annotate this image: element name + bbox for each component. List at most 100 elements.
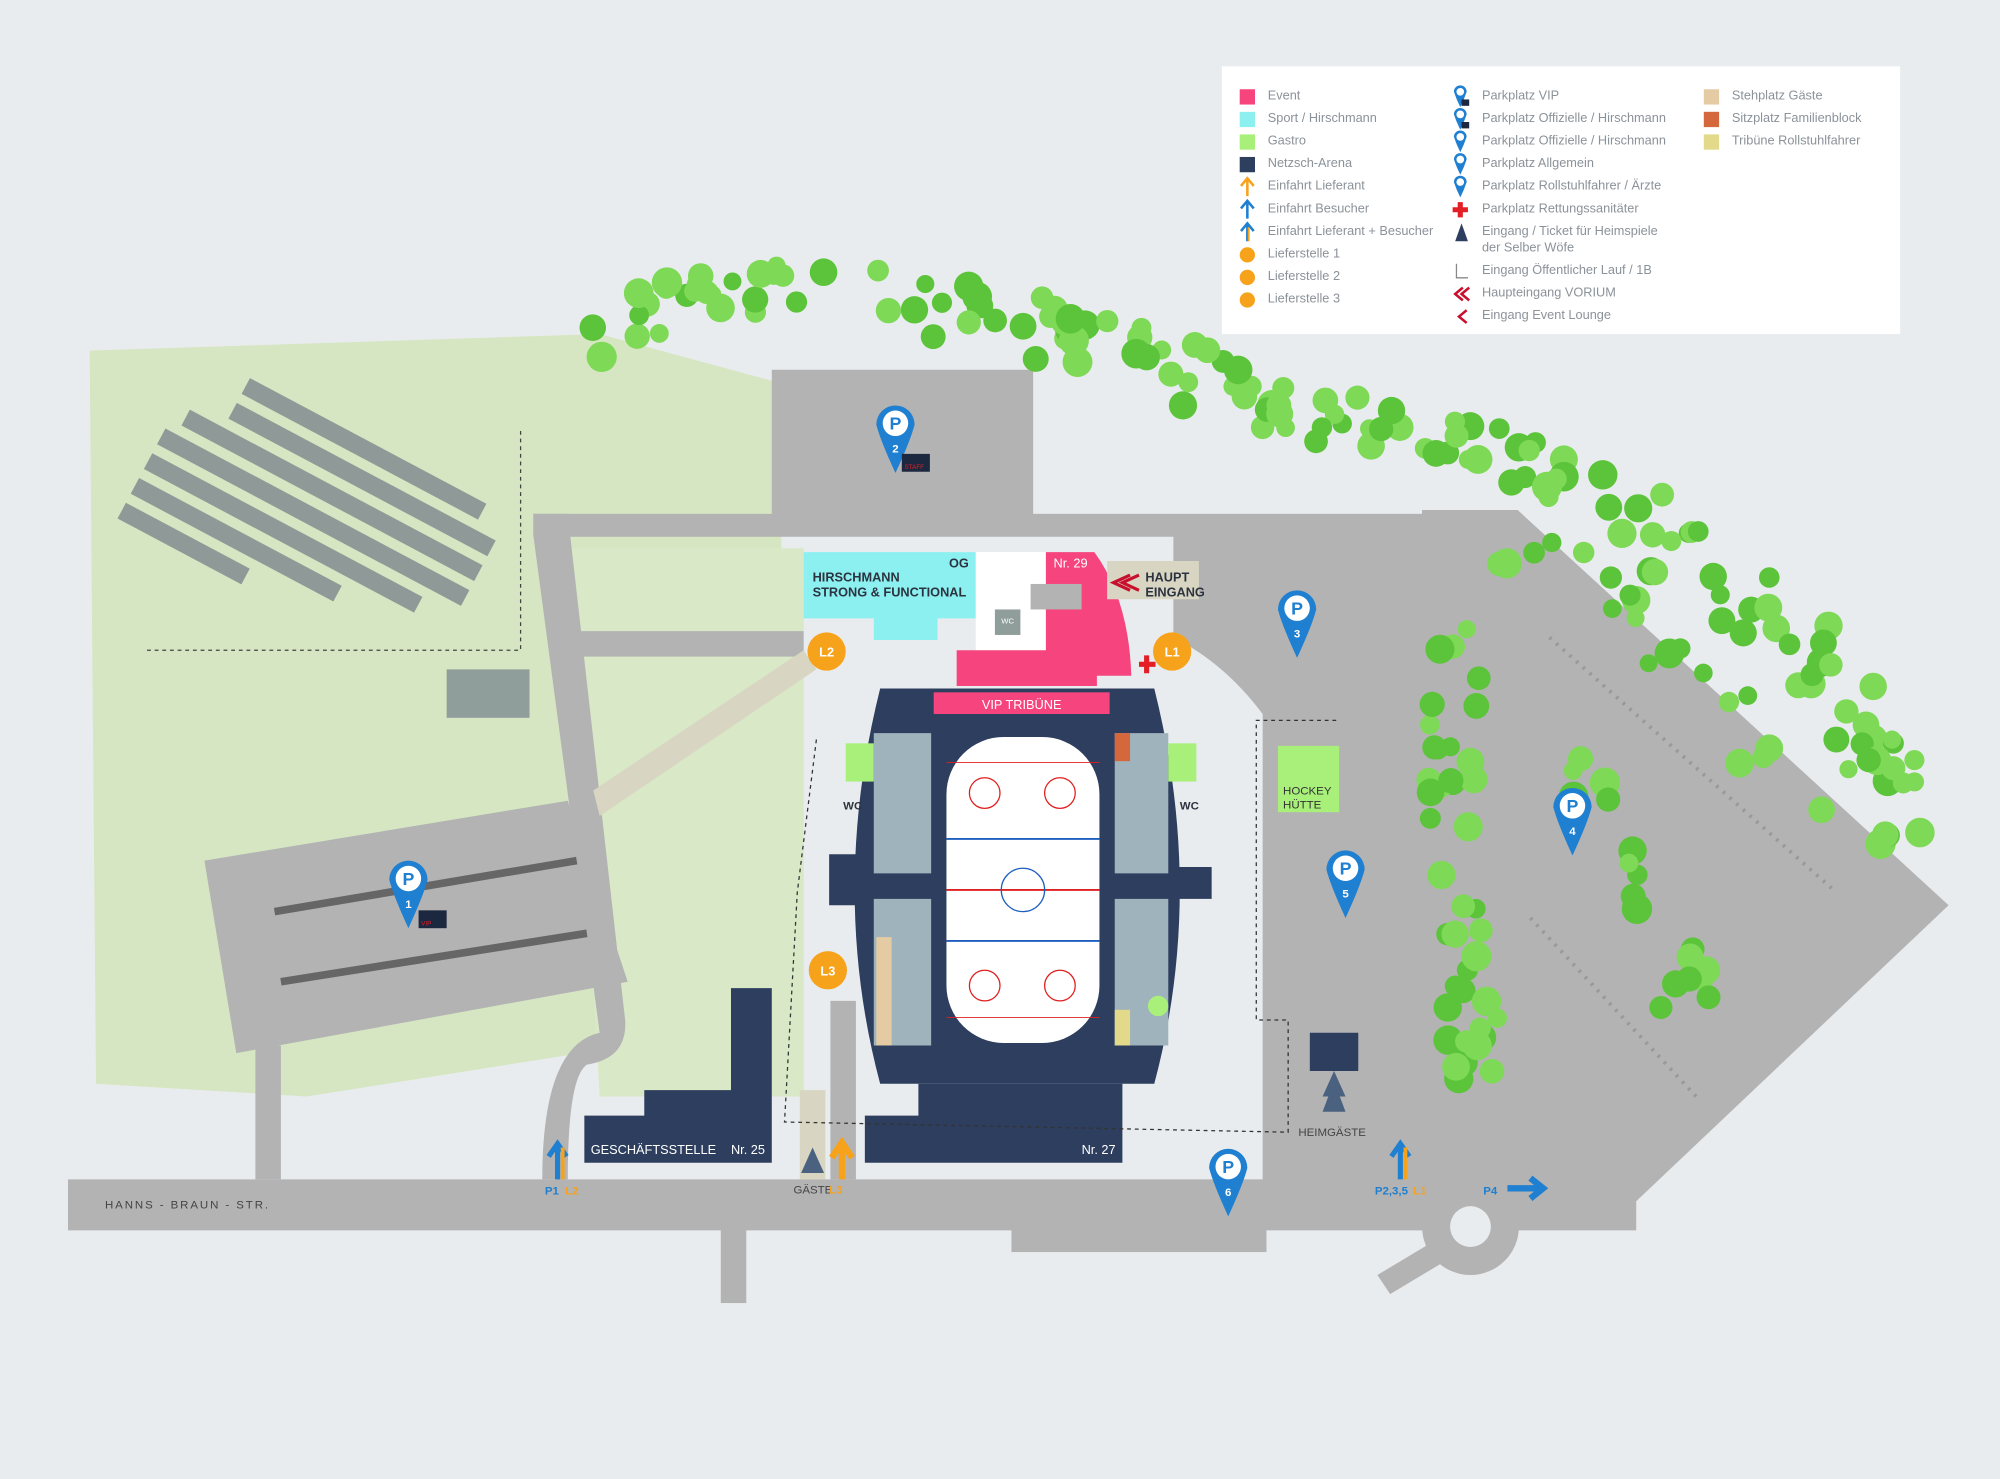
tree <box>1312 387 1339 414</box>
pin-number: 5 <box>1342 889 1349 901</box>
parking-pin-2[interactable]: P2 <box>876 405 915 474</box>
nr29-label: Nr. 29 <box>1054 555 1088 570</box>
tree <box>1752 746 1775 769</box>
pin-number: 6 <box>1225 1187 1231 1199</box>
legend-label: Einfahrt Besucher <box>1268 200 1370 215</box>
tree <box>1133 343 1160 371</box>
red-cross-icon <box>1452 202 1468 218</box>
legend-label: Einfahrt Lieferant <box>1268 178 1366 193</box>
tree <box>1022 345 1049 372</box>
tree <box>1461 941 1492 972</box>
tree <box>1433 993 1462 1022</box>
parking-pin-1[interactable]: P1 <box>389 860 428 929</box>
parking-vip-icon <box>1453 85 1470 108</box>
tree <box>1420 714 1440 735</box>
tree <box>1882 730 1902 749</box>
tree <box>1459 765 1488 794</box>
tree <box>1808 796 1835 824</box>
office-buildings: GESCHÄFTSSTELLE Nr. 25 Nr. 27 HEIMGÄSTE … <box>584 988 1366 1196</box>
tree <box>875 297 902 324</box>
tree <box>1599 566 1623 589</box>
tree <box>702 285 722 305</box>
parking-icon <box>1453 153 1467 175</box>
tree <box>956 310 981 335</box>
tree <box>1178 372 1199 393</box>
tree <box>785 291 808 313</box>
tree <box>920 324 946 350</box>
path-dashed <box>783 719 1340 1133</box>
tree <box>1514 466 1537 489</box>
legend-label: Haupteingang VORIUM <box>1482 285 1616 300</box>
tree <box>1427 738 1449 760</box>
entrance-triangle-icon <box>1455 223 1468 242</box>
legend-label: Tribüne Rollstuhlfahrer <box>1732 133 1861 148</box>
gaeste-label: GÄSTE <box>793 1184 832 1196</box>
heimgaeste-label: HEIMGÄSTE <box>1298 1127 1366 1139</box>
tree <box>1427 860 1456 890</box>
og-label: OG <box>949 555 969 570</box>
tree <box>1856 747 1881 773</box>
tree <box>1892 772 1914 794</box>
tree <box>1442 1052 1470 1081</box>
tree <box>629 305 650 326</box>
legend-label: Eingang / Ticket für Heimspiele <box>1482 223 1658 238</box>
l1-badge <box>1239 247 1255 263</box>
legend-label: Eingang Event Lounge <box>1482 307 1611 322</box>
tree <box>1422 439 1450 467</box>
tree <box>746 259 775 288</box>
legend-label: Lieferstelle 2 <box>1268 268 1340 283</box>
parking-lot-3-5 <box>1173 516 1442 1199</box>
tree <box>1055 303 1086 334</box>
main-entrance-icon <box>1109 573 1140 592</box>
tree <box>1455 1030 1478 1053</box>
tree <box>1567 746 1594 772</box>
tree <box>1433 1025 1463 1055</box>
tree <box>1619 584 1641 606</box>
tree <box>1311 417 1333 438</box>
chevron-icon <box>1457 309 1468 324</box>
legend-label: der Selber Wöfe <box>1482 239 1574 254</box>
tree <box>1468 918 1493 943</box>
tree <box>1852 711 1880 739</box>
tree <box>1639 522 1666 548</box>
pin-letter: P <box>402 869 414 889</box>
tree <box>624 323 650 349</box>
parking-pin-6[interactable]: P6 <box>1209 1148 1248 1217</box>
parking-pin-4[interactable]: P4 <box>1553 787 1592 856</box>
pin-number: 4 <box>1569 826 1576 838</box>
tree <box>1457 620 1476 639</box>
tree <box>1687 521 1709 542</box>
tree <box>1471 986 1502 1017</box>
tree <box>1009 312 1037 340</box>
tree <box>1670 638 1691 659</box>
tree <box>1800 663 1824 687</box>
arrow-orange-icon <box>829 1136 855 1180</box>
tree <box>1809 629 1837 657</box>
parking-lot-1 <box>204 800 628 1054</box>
tree <box>1345 385 1370 410</box>
wc-left-label: WC <box>843 801 862 813</box>
tree <box>916 274 935 294</box>
tree <box>1639 654 1658 673</box>
tree <box>1650 482 1675 507</box>
parking-pin-5[interactable]: P5 <box>1326 850 1365 918</box>
l3-badge <box>1239 292 1255 308</box>
tree <box>1444 423 1469 448</box>
hirschmann-label: HIRSCHMANN <box>813 569 900 584</box>
tree <box>1904 750 1925 771</box>
tree <box>649 323 669 343</box>
tree <box>1607 518 1637 549</box>
vip-tribune-label: VIP TRIBÜNE <box>982 697 1062 712</box>
legend-label: Parkplatz Rollstuhlfahrer / Ärzte <box>1482 178 1661 193</box>
swatch-familienblock <box>1703 111 1720 128</box>
parking-pin-3[interactable]: P3 <box>1277 590 1317 658</box>
tree <box>1518 439 1540 462</box>
wc-right-label: WC <box>1180 801 1199 813</box>
tree <box>1624 494 1653 523</box>
tree <box>900 296 929 324</box>
tree <box>931 292 953 313</box>
tree <box>1626 609 1645 628</box>
